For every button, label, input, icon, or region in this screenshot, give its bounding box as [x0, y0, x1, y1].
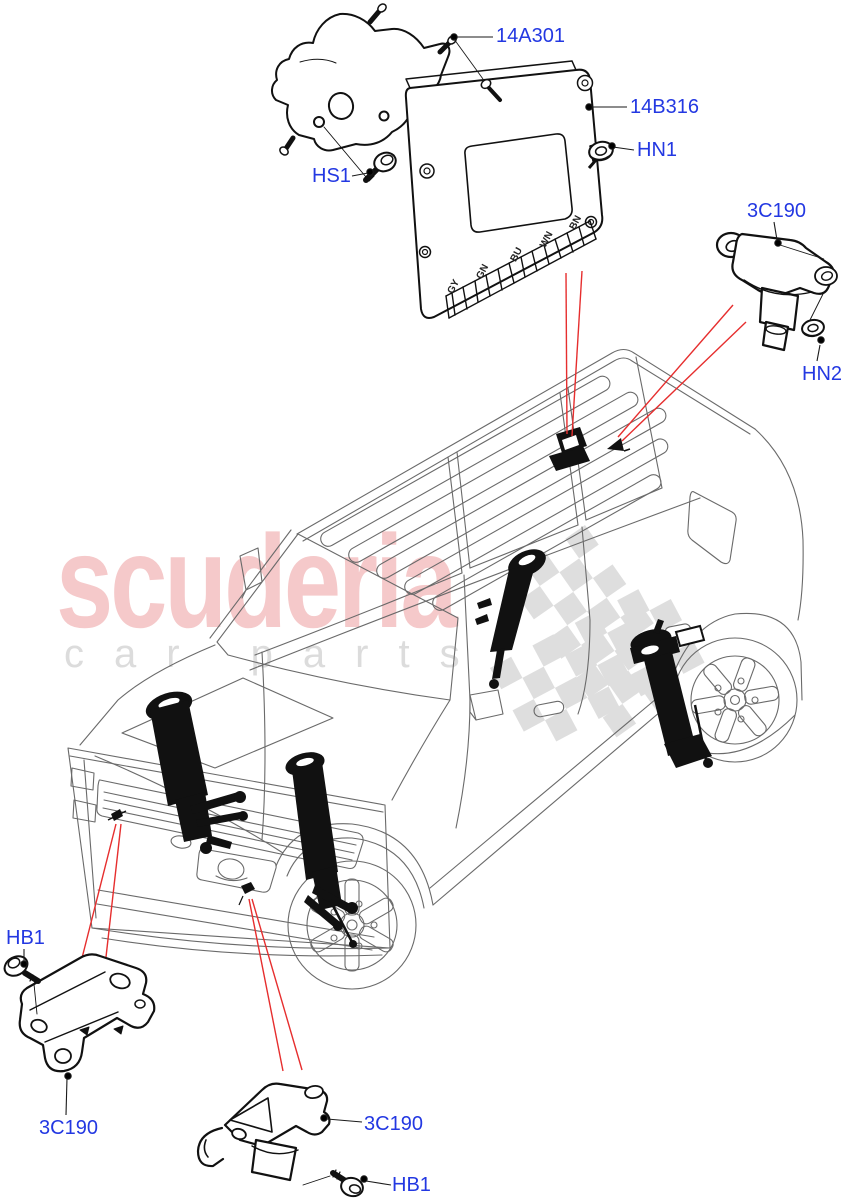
strut-front-right: [285, 752, 358, 948]
nut-hn2-drawing: [801, 291, 825, 338]
bracket-14a301-drawing: [271, 3, 457, 156]
watermark-brand: scuderia: [56, 508, 458, 655]
callout-3c190-rear[interactable]: 3C190: [747, 200, 806, 222]
roof-ribs: [320, 375, 669, 611]
callout-hs1[interactable]: HS1: [312, 165, 351, 187]
callout-hb1-front-left[interactable]: HB1: [6, 927, 45, 949]
screw-hb1-front-left-drawing: [3, 955, 41, 1015]
callout-leader-lines: [20, 33, 825, 1186]
strut-rear-left: [475, 549, 546, 689]
bumper-sensor-mounted: [238, 882, 255, 906]
air-struts: [145, 549, 713, 948]
roof-module-mounted: [549, 427, 590, 471]
sensor-3c190-front-right-drawing: [196, 1082, 331, 1182]
module-connector: [445, 220, 597, 319]
strut-rear-right: [630, 619, 713, 768]
sensor-3c190-front-left-drawing: [18, 953, 156, 1073]
callout-3c190-front-left[interactable]: 3C190: [39, 1117, 98, 1139]
vehicle-line-art: [67, 348, 804, 990]
sensor-3c190-rear-drawing: [715, 231, 838, 352]
callout-hn2[interactable]: HN2: [802, 363, 843, 385]
callout-hb1-front-right[interactable]: HB1: [392, 1174, 431, 1196]
module-14b316-drawing: GY GN BU WN BN: [404, 60, 609, 319]
callout-14a301[interactable]: 14A301: [496, 25, 565, 47]
callout-14b316[interactable]: 14B316: [630, 96, 699, 118]
grille-sensor-mounted: [107, 809, 127, 821]
roof-flag-sensor-mounted: [607, 438, 631, 452]
callout-hn1[interactable]: HN1: [637, 139, 678, 161]
callout-3c190-front-right[interactable]: 3C190: [364, 1113, 423, 1135]
front-wheel: [287, 860, 417, 990]
strut-front-left: [145, 691, 248, 854]
red-leader-lines: [80, 270, 747, 1072]
rear-wheel: [672, 637, 798, 763]
screw-hb1-front-right-drawing: [302, 1169, 364, 1198]
